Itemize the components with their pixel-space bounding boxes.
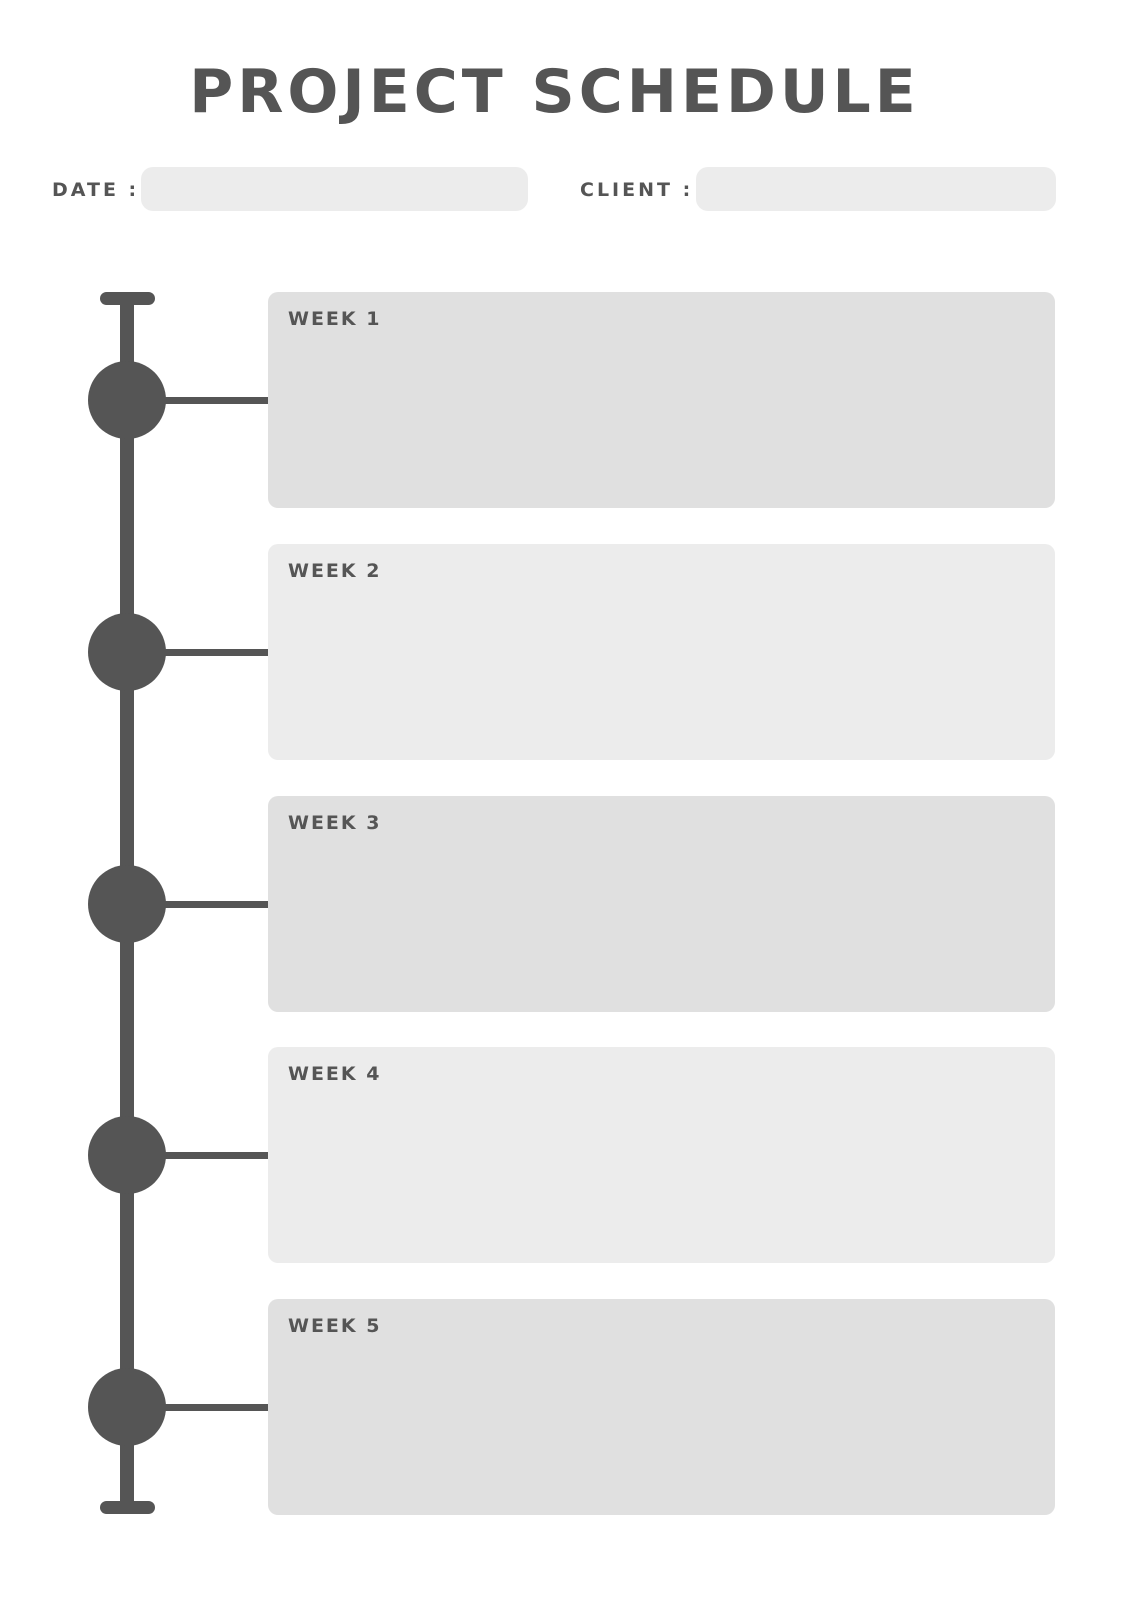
week-4-box[interactable]: WEEK 4	[268, 1047, 1055, 1263]
date-label: DATE :	[52, 179, 140, 201]
page-title: PROJECT SCHEDULE	[189, 57, 920, 127]
timeline-top-cap	[100, 292, 155, 305]
week-1-box[interactable]: WEEK 1	[268, 292, 1055, 508]
client-label: CLIENT :	[580, 179, 694, 201]
week-2-label: WEEK 2	[288, 560, 382, 582]
timeline-node-week-5	[88, 1368, 166, 1446]
timeline-connector-week-2	[160, 649, 268, 656]
week-1-label: WEEK 1	[288, 308, 382, 330]
week-5-box[interactable]: WEEK 5	[268, 1299, 1055, 1515]
timeline-connector-week-1	[160, 397, 268, 404]
timeline-connector-week-3	[160, 901, 268, 908]
date-field[interactable]	[141, 167, 528, 211]
week-3-label: WEEK 3	[288, 812, 382, 834]
client-field[interactable]	[696, 167, 1056, 211]
week-3-box[interactable]: WEEK 3	[268, 796, 1055, 1012]
timeline-node-week-1	[88, 361, 166, 439]
timeline-connector-week-4	[160, 1152, 268, 1159]
week-4-label: WEEK 4	[288, 1063, 382, 1085]
timeline-node-week-3	[88, 865, 166, 943]
week-5-label: WEEK 5	[288, 1315, 382, 1337]
timeline-node-week-2	[88, 613, 166, 691]
timeline-bottom-cap	[100, 1501, 155, 1514]
timeline-connector-week-5	[160, 1404, 268, 1411]
timeline-node-week-4	[88, 1116, 166, 1194]
week-2-box[interactable]: WEEK 2	[268, 544, 1055, 760]
